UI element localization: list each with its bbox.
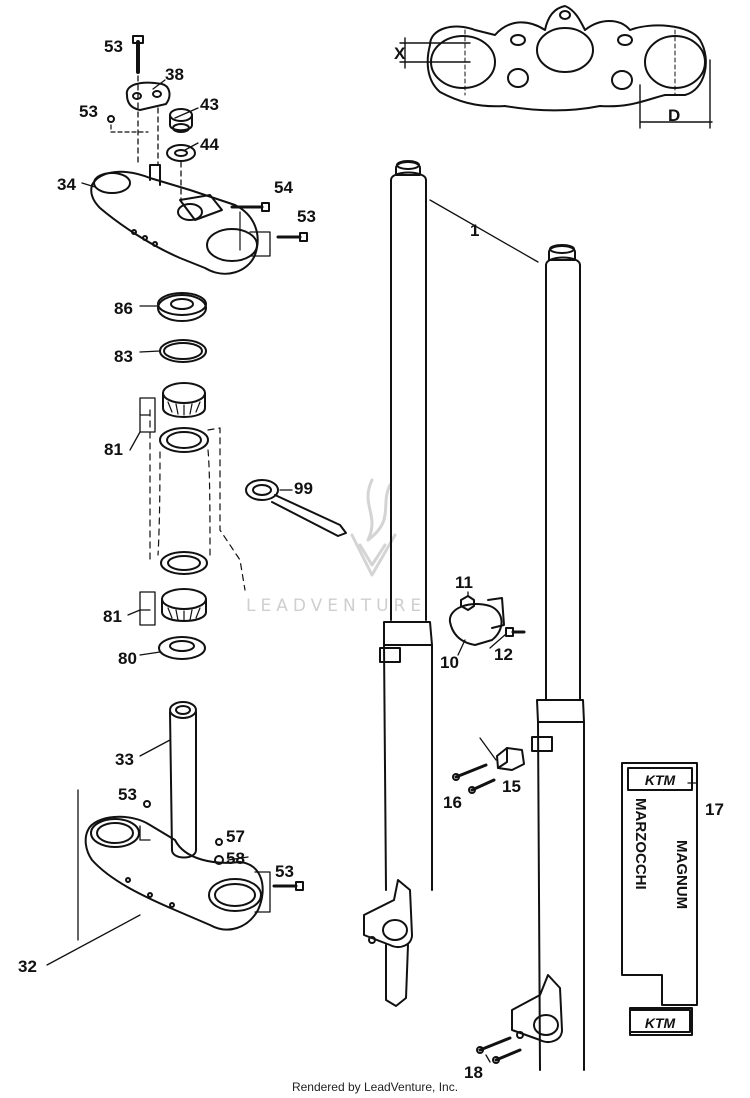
label-54: 54: [274, 178, 293, 197]
triple-clamp-detail: [399, 5, 713, 129]
dimension-x-label: X: [394, 44, 406, 63]
label-38: 38: [165, 65, 184, 84]
dimension-d-label: D: [668, 106, 680, 125]
label-11: 11: [455, 573, 473, 592]
label-18: 18: [464, 1063, 483, 1082]
label-53e: 53: [275, 862, 294, 881]
race-81-lower: [160, 551, 208, 575]
washer-58: [214, 855, 224, 865]
label-58: 58: [226, 849, 245, 868]
label-33: 33: [115, 750, 134, 769]
bolt-54: [230, 202, 270, 212]
label-83: 83: [114, 347, 133, 366]
label-44: 44: [200, 135, 219, 154]
flame-logo-icon: [350, 478, 397, 577]
decal-ktm-bottom: KTM: [645, 1015, 676, 1031]
bolt-53-upper: [132, 35, 144, 74]
bolt-53-pinch: [276, 232, 308, 242]
label-81a: 81: [104, 440, 123, 459]
label-53a: 53: [104, 37, 123, 56]
spanner-wrench-99: [245, 479, 347, 537]
label-81b: 81: [103, 607, 122, 626]
clamp-cap-38: [125, 81, 171, 111]
bearing-81-upper: [162, 382, 206, 418]
decal-magnum: MAGNUM: [673, 840, 690, 909]
decal-ktm-top: KTM: [645, 772, 676, 788]
oring-83: [159, 339, 207, 363]
label-32: 32: [18, 957, 37, 976]
cable-guide-15: [496, 747, 525, 771]
watermark-text: LEADVENTURE: [246, 596, 426, 616]
part-labels: 1 10 11 12 15 16 17 18 32 33 34 38 43 44…: [18, 37, 724, 1082]
label-1: 1: [470, 221, 479, 240]
label-86: 86: [114, 299, 133, 318]
label-53d: 53: [118, 785, 137, 804]
label-53c: 53: [297, 207, 316, 226]
fork-leg-right: [511, 244, 585, 1071]
race-81-upper: [159, 427, 209, 453]
label-10: 10: [440, 653, 459, 672]
label-57: 57: [226, 827, 245, 846]
decal-marzocchi: MARZOCCHI: [632, 798, 649, 890]
nut-53: [107, 115, 115, 123]
plug-43: [169, 108, 193, 133]
upper-triple-clamp: [90, 164, 259, 275]
steering-tube-hidden: [149, 409, 246, 591]
label-53b: 53: [79, 102, 98, 121]
watermark: LEADVENTURE: [246, 478, 426, 616]
seal-80: [158, 636, 206, 660]
bearing-81-lower: [161, 588, 207, 622]
label-15: 15: [502, 777, 521, 796]
footer-credit: Rendered by LeadVenture, Inc.: [291, 1080, 459, 1094]
decal-17: [621, 762, 698, 1036]
lower-triple-clamp-32: [84, 815, 264, 931]
nut-53-lower: [143, 800, 151, 808]
seal-86: [157, 292, 207, 322]
bolt-53-lower-pinch: [272, 881, 304, 891]
label-43: 43: [200, 95, 219, 114]
steering-stem-33: [169, 701, 197, 859]
label-12: 12: [494, 645, 513, 664]
fork-leg-left: [363, 160, 433, 1007]
label-99: 99: [294, 479, 313, 498]
label-80: 80: [118, 649, 137, 668]
bolt-12: [505, 627, 526, 637]
bolt-16: [452, 763, 496, 794]
leader-lines: [46, 79, 698, 1063]
nut-11: [460, 595, 475, 611]
label-34: 34: [57, 175, 76, 194]
label-17: 17: [705, 800, 724, 819]
washer-44: [166, 144, 196, 162]
label-16: 16: [443, 793, 462, 812]
bolt-18: [476, 1036, 522, 1064]
fork-clamp-10: [448, 597, 505, 646]
bolt-57: [215, 838, 223, 846]
